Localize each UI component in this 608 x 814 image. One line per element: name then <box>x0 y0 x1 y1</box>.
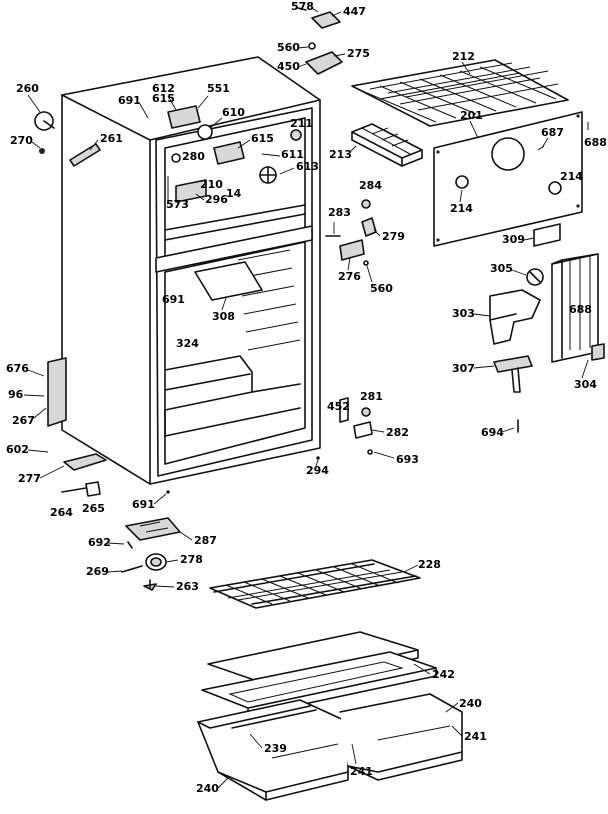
cabinet <box>47 56 321 485</box>
evaporator-cover <box>433 111 589 247</box>
callout-283: 283 <box>328 206 351 219</box>
callout-240-right: 240 <box>459 697 482 710</box>
callout-228: 228 <box>418 558 441 571</box>
callout-452: 452 <box>327 400 350 413</box>
callout-14: 14 <box>226 187 242 200</box>
callout-613: 613 <box>296 160 319 173</box>
callout-691-bottom: 691 <box>132 498 155 511</box>
callout-551: 551 <box>207 82 230 95</box>
callout-694: 694 <box>481 426 504 439</box>
callout-96: 96 <box>8 388 24 401</box>
callout-688-side: 688 <box>569 303 592 316</box>
callout-213: 213 <box>329 148 352 161</box>
fresh-food-shelf <box>209 559 421 609</box>
callout-211: 211 <box>290 117 313 130</box>
callout-296: 296 <box>205 193 228 206</box>
callout-270: 270 <box>10 134 33 147</box>
callout-450: 450 <box>277 60 300 73</box>
callout-294: 294 <box>306 464 329 477</box>
callout-307: 307 <box>452 362 475 375</box>
callout-201: 201 <box>460 109 483 122</box>
ice-trays <box>351 123 423 167</box>
callout-242: 242 <box>432 668 455 681</box>
callout-573: 573 <box>166 198 189 211</box>
callout-241-left: 241 <box>350 765 373 778</box>
callout-240-left: 240 <box>196 782 219 795</box>
bottom-left-parts <box>61 453 320 591</box>
callout-239: 239 <box>264 742 287 755</box>
callout-210: 210 <box>200 178 223 191</box>
callout-277: 277 <box>18 472 41 485</box>
freezer-controls <box>167 105 302 203</box>
callout-308: 308 <box>212 310 235 323</box>
callout-560-mid: 560 <box>370 282 393 295</box>
callout-282: 282 <box>386 426 409 439</box>
crisper-assembly <box>197 631 463 801</box>
callout-263: 263 <box>176 580 199 593</box>
light-shield <box>533 223 561 247</box>
callout-676: 676 <box>6 362 29 375</box>
callout-309: 309 <box>502 233 525 246</box>
callout-265: 265 <box>82 502 105 515</box>
callout-241-right: 241 <box>464 730 487 743</box>
callout-303: 303 <box>452 307 475 320</box>
callout-602: 602 <box>6 443 29 456</box>
callout-281: 281 <box>360 390 383 403</box>
callout-261: 261 <box>100 132 123 145</box>
callout-304: 304 <box>574 378 597 391</box>
callout-276: 276 <box>338 270 361 283</box>
callout-447: 447 <box>343 5 366 18</box>
callout-305: 305 <box>490 262 513 275</box>
callout-693: 693 <box>396 453 419 466</box>
callout-691-top: 691 <box>118 94 141 107</box>
callout-267: 267 <box>12 414 35 427</box>
callout-610: 610 <box>222 106 245 119</box>
callout-687: 687 <box>541 126 564 139</box>
callout-280: 280 <box>182 150 205 163</box>
callout-214-right: 214 <box>560 170 583 183</box>
callout-612: 612 <box>152 82 175 95</box>
callout-279: 279 <box>382 230 405 243</box>
callout-269: 269 <box>86 565 109 578</box>
callout-615-left: 615 <box>152 92 175 105</box>
top-hinge-parts <box>34 7 343 154</box>
control-housing <box>489 253 605 433</box>
callout-287: 287 <box>194 534 217 547</box>
callout-214-left: 214 <box>450 202 473 215</box>
callout-264: 264 <box>50 506 73 519</box>
callout-578: 578 <box>291 0 314 13</box>
mid-hardware <box>325 199 377 455</box>
freezer-shelf <box>351 59 569 127</box>
callout-labels: 578 447 560 275 450 212 201 687 688 213 … <box>6 0 607 795</box>
callout-284: 284 <box>359 179 382 192</box>
callout-260: 260 <box>16 82 39 95</box>
callout-688-top: 688 <box>584 136 607 149</box>
callout-560: 560 <box>277 41 300 54</box>
callout-615-right: 615 <box>251 132 274 145</box>
callout-212: 212 <box>452 50 475 63</box>
callout-611: 611 <box>281 148 304 161</box>
callout-275: 275 <box>347 47 370 60</box>
callout-692: 692 <box>88 536 111 549</box>
callout-278: 278 <box>180 553 203 566</box>
callout-324: 324 <box>176 337 199 350</box>
callout-691-mid: 691 <box>162 293 185 306</box>
